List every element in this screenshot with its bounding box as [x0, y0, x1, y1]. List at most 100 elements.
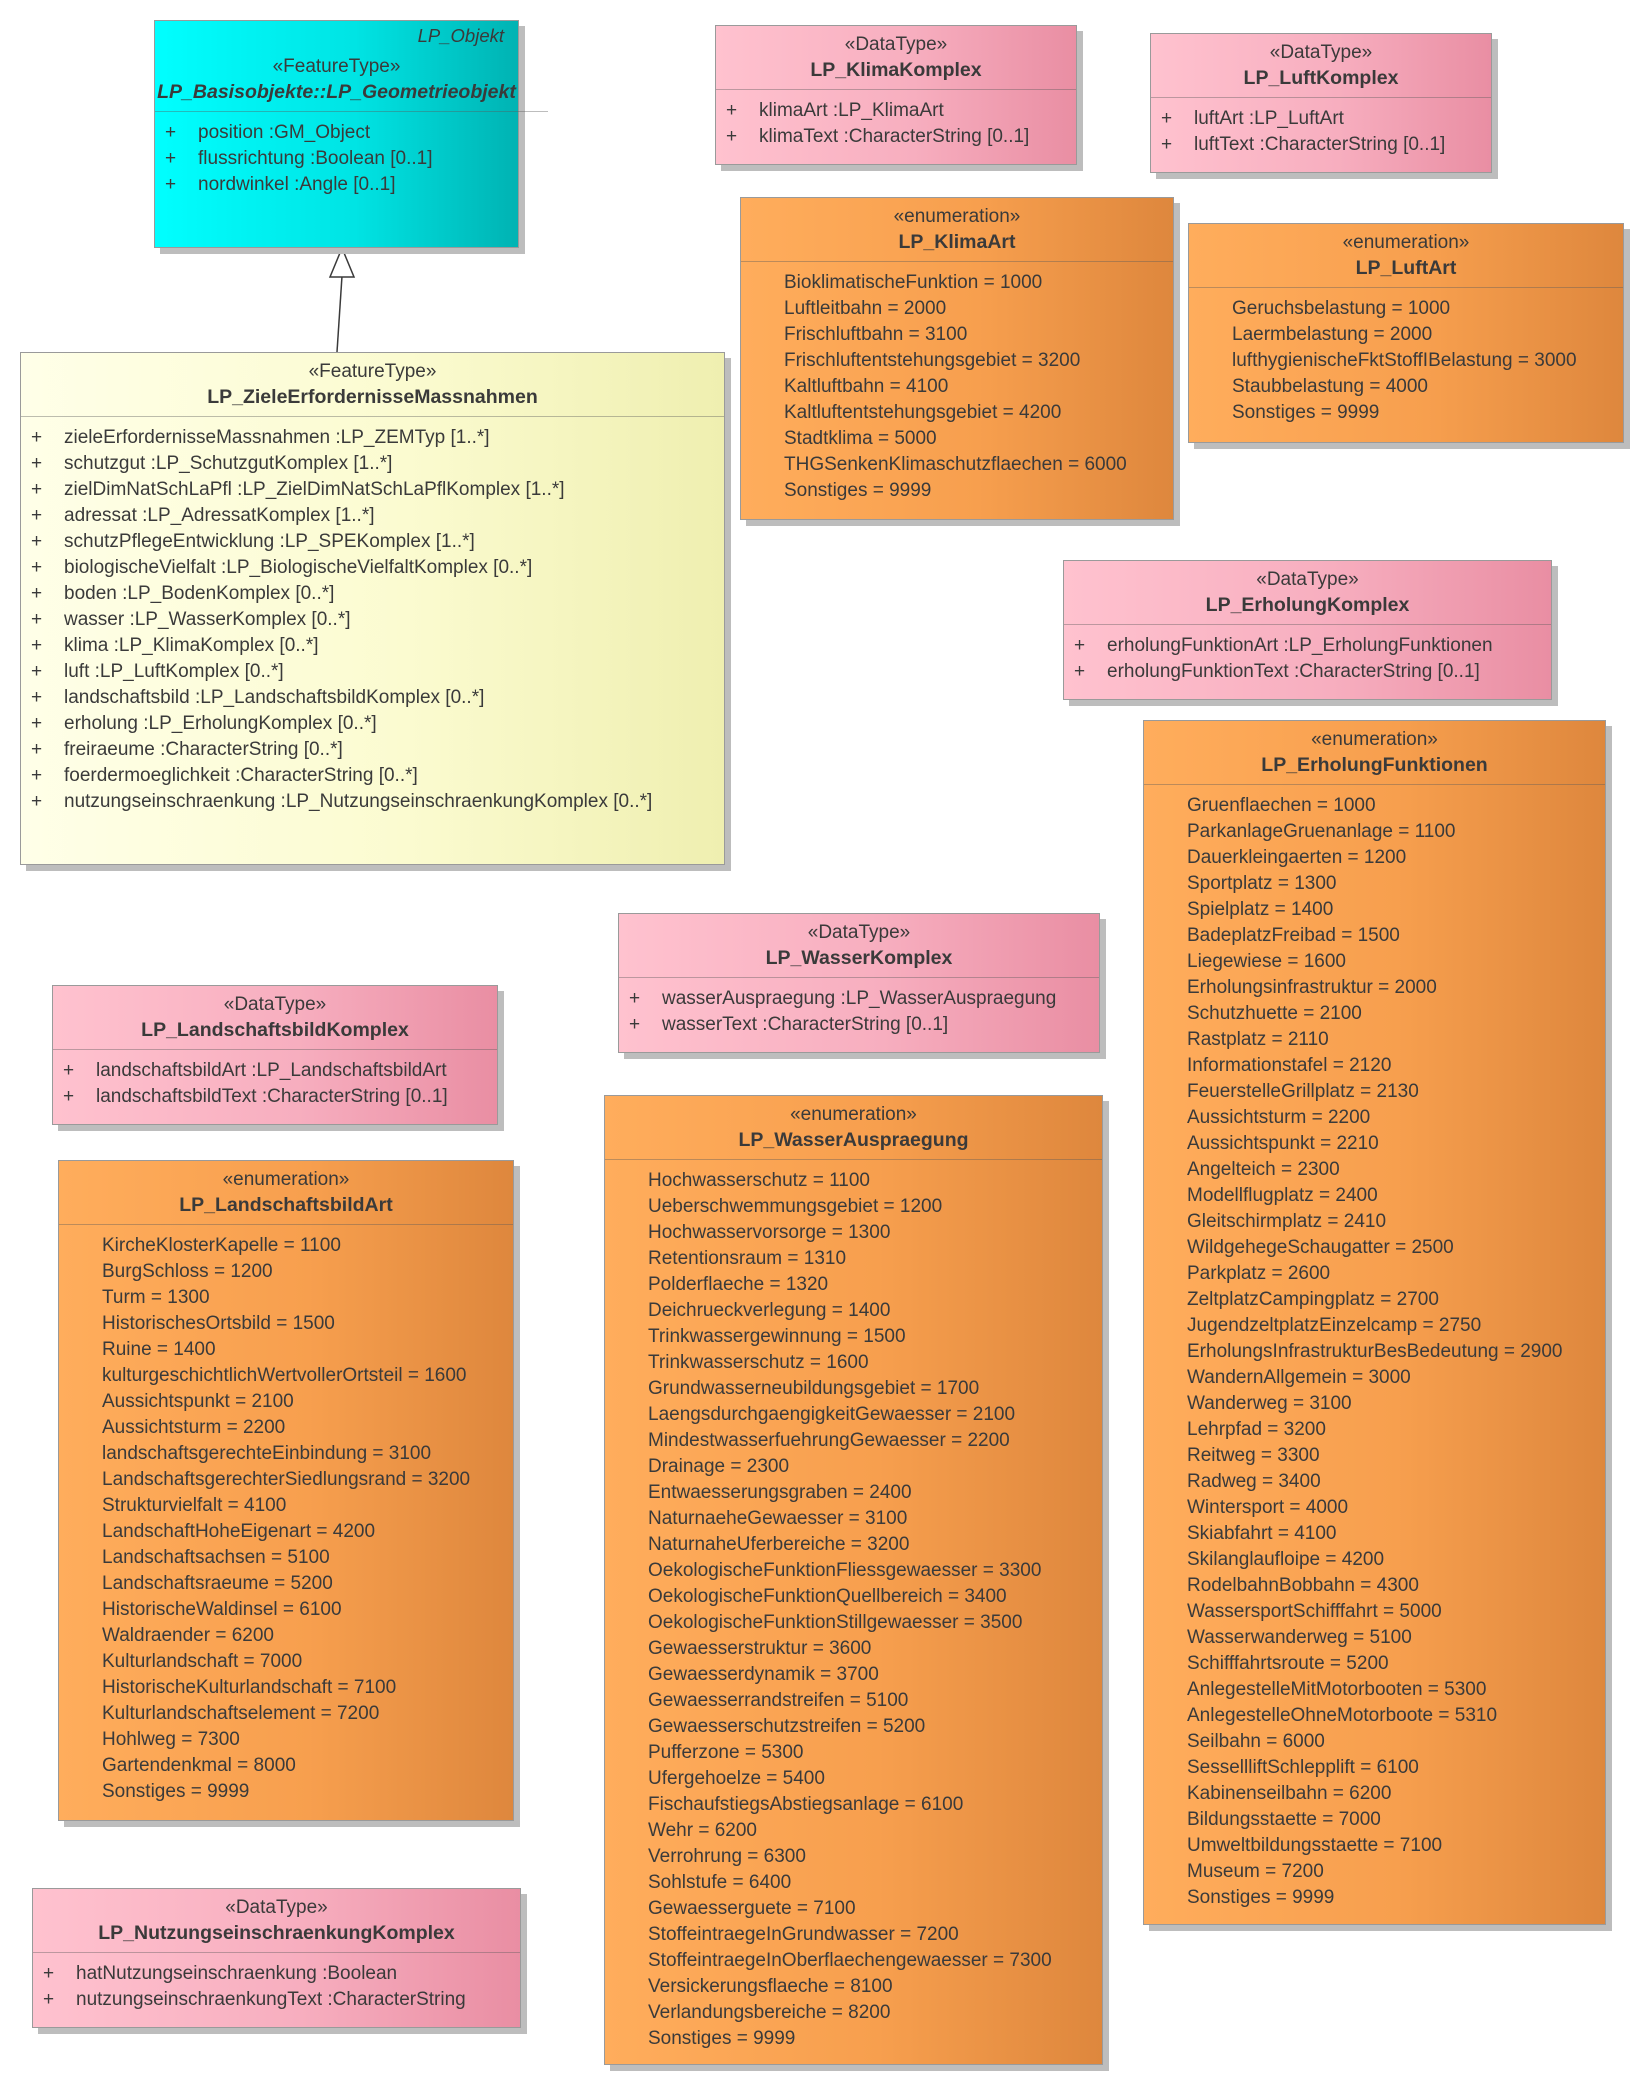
enum-literal: AnlegestelleOhneMotorboote = 5310 — [1144, 1703, 1605, 1729]
literal-text: Parkplatz = 2600 — [1187, 1263, 1331, 1284]
literal-text: Gewaesserdynamik = 3700 — [648, 1664, 879, 1685]
enum-literal: Gartendenkmal = 8000 — [59, 1753, 513, 1779]
enum-lp-wasserauspraegung[interactable]: «enumeration» LP_WasserAuspraegung Hochw… — [604, 1095, 1103, 2065]
literal-text: Kulturlandschaftselement = 7200 — [102, 1703, 380, 1724]
enum-literal: Landschaftsachsen = 5100 — [59, 1545, 513, 1571]
literal-text: StoffeintraegeInGrundwasser = 7200 — [648, 1924, 959, 1945]
attribute-list: +zieleErfordernisseMassnahmen :LP_ZEMTyp… — [21, 417, 724, 823]
class-lp-wasserkomplex[interactable]: «DataType» LP_WasserKomplex +wasserAuspr… — [618, 913, 1100, 1053]
class-lp-zieleerfordernissemassnahmen[interactable]: «FeatureType» LP_ZieleErfordernisseMassn… — [20, 352, 725, 865]
class-lp-luftkomplex[interactable]: «DataType» LP_LuftKomplex +luftArt :LP_L… — [1150, 33, 1492, 173]
literal-text: Frischluftentstehungsgebiet = 3200 — [784, 350, 1081, 371]
class-name: LP_NutzungseinschraenkungKomplex — [98, 1922, 455, 1944]
attribute-text: wasserText :CharacterString [0..1] — [662, 1014, 949, 1035]
attribute-row: +schutzgut :LP_SchutzgutKomplex [1..*] — [21, 451, 724, 477]
enum-literal: Kaltluftentstehungsgebiet = 4200 — [741, 400, 1173, 426]
enum-literal: Informationstafel = 2120 — [1144, 1053, 1605, 1079]
attribute-text: hatNutzungseinschraenkung :Boolean — [76, 1963, 398, 1984]
enum-lp-landschaftsbildart[interactable]: «enumeration» LP_LandschaftsbildArt Kirc… — [58, 1160, 514, 1821]
attribute-row: +luft :LP_LuftKomplex [0..*] — [21, 659, 724, 685]
visibility-marker: + — [63, 1086, 75, 1107]
literal-text: Ruine = 1400 — [102, 1339, 216, 1360]
generalization-arrowhead — [328, 246, 356, 278]
attribute-row: +boden :LP_BodenKomplex [0..*] — [21, 581, 724, 607]
literal-text: ZeltplatzCampingplatz = 2700 — [1187, 1289, 1439, 1310]
enum-literal: Sonstiges = 9999 — [59, 1779, 513, 1805]
visibility-marker: + — [165, 122, 177, 143]
enum-literal: Retentionsraum = 1310 — [605, 1246, 1102, 1272]
class-lp-klimakomplex[interactable]: «DataType» LP_KlimaKomplex +klimaArt :LP… — [715, 25, 1077, 165]
literal-text: Spielplatz = 1400 — [1187, 899, 1334, 920]
literal-text: Rastplatz = 2110 — [1187, 1029, 1329, 1050]
enum-lp-luftart[interactable]: «enumeration» LP_LuftArt Geruchsbelastun… — [1188, 223, 1624, 443]
literal-text: LaengsdurchgaengigkeitGewaesser = 2100 — [648, 1404, 1016, 1425]
attribute-row: +erholung :LP_ErholungKomplex [0..*] — [21, 711, 724, 737]
class-lp-geometrieobjekt[interactable]: LP_Objekt «FeatureType» LP_Basisobjekte:… — [154, 20, 548, 248]
literal-text: NaturnaheUferbereiche = 3200 — [648, 1534, 910, 1555]
enum-literal: Verrohrung = 6300 — [605, 1844, 1102, 1870]
literal-text: Schifffahrtsroute = 5200 — [1187, 1653, 1389, 1674]
class-name: LP_WasserKomplex — [765, 947, 953, 969]
literal-text: BioklimatischeFunktion = 1000 — [784, 272, 1043, 293]
literal-text: Kabinenseilbahn = 6200 — [1187, 1783, 1392, 1804]
literal-text: HistorischeWaldinsel = 6100 — [102, 1599, 342, 1620]
enum-literal: StoffeintraegeInGrundwasser = 7200 — [605, 1922, 1102, 1948]
attribute-text: luftArt :LP_LuftArt — [1194, 108, 1344, 129]
literal-text: Hochwasservorsorge = 1300 — [648, 1222, 891, 1243]
literal-text: Informationstafel = 2120 — [1187, 1055, 1392, 1076]
literal-text: Landschaftsachsen = 5100 — [102, 1547, 330, 1568]
enum-literal: Bildungsstaette = 7000 — [1144, 1807, 1605, 1833]
enum-literal: MindestwasserfuehrungGewaesser = 2200 — [605, 1428, 1102, 1454]
visibility-marker: + — [726, 100, 738, 121]
class-lp-erholungkomplex[interactable]: «DataType» LP_ErholungKomplex +erholungF… — [1063, 560, 1552, 700]
literal-text: HistorischeKulturlandschaft = 7100 — [102, 1677, 397, 1698]
literal-text: Sonstiges = 9999 — [1232, 402, 1380, 423]
enum-lp-erholungfunktionen[interactable]: «enumeration» LP_ErholungFunktionen Grue… — [1143, 720, 1606, 1925]
stereotype-label: «DataType» — [844, 34, 948, 55]
attribute-text: landschaftsbild :LP_LandschaftsbildKompl… — [64, 687, 485, 708]
attribute-text: nordwinkel :Angle [0..1] — [198, 174, 396, 195]
enum-literal: Erholungsinfrastruktur = 2000 — [1144, 975, 1605, 1001]
stereotype-label: «enumeration» — [790, 1104, 917, 1125]
visibility-marker: + — [1074, 661, 1086, 682]
enum-literal: Seilbahn = 6000 — [1144, 1729, 1605, 1755]
literal-text: Grundwasserneubildungsgebiet = 1700 — [648, 1378, 980, 1399]
enum-lp-klimaart[interactable]: «enumeration» LP_KlimaArt Bioklimatische… — [740, 197, 1174, 520]
enum-literal: Aussichtspunkt = 2100 — [59, 1389, 513, 1415]
literal-text: Versickerungsflaeche = 8100 — [648, 1976, 893, 1997]
literal-text: lufthygienischeFktStoffIBelastung = 3000 — [1232, 350, 1577, 371]
class-name: LP_WasserAuspraegung — [738, 1129, 969, 1151]
literal-text: Trinkwasserschutz = 1600 — [648, 1352, 869, 1373]
class-lp-landschaftsbildkomplex[interactable]: «DataType» LP_LandschaftsbildKomplex +la… — [52, 985, 498, 1125]
literal-text: Retentionsraum = 1310 — [648, 1248, 847, 1269]
visibility-marker: + — [31, 479, 43, 500]
enum-literal: FischaufstiegsAbstiegsanlage = 6100 — [605, 1792, 1102, 1818]
attribute-row: +schutzPflegeEntwicklung :LP_SPEKomplex … — [21, 529, 724, 555]
literal-text: BurgSchloss = 1200 — [102, 1261, 273, 1282]
attribute-row: +erholungFunktionArt :LP_ErholungFunktio… — [1064, 633, 1551, 659]
enum-literal: Frischluftbahn = 3100 — [741, 322, 1173, 348]
attribute-row: +zielDimNatSchLaPfl :LP_ZielDimNatSchLaP… — [21, 477, 724, 503]
attribute-list: +hatNutzungseinschraenkung :Boolean+nutz… — [33, 1953, 520, 2021]
literal-text: OekologischeFunktionQuellbereich = 3400 — [648, 1586, 1007, 1607]
literal-text: Kulturlandschaft = 7000 — [102, 1651, 303, 1672]
literal-text: SessellliftSchlepplift = 6100 — [1187, 1757, 1419, 1778]
literal-text: Drainage = 2300 — [648, 1456, 790, 1477]
attribute-row: +luftArt :LP_LuftArt — [1151, 106, 1491, 132]
attribute-row: +nordwinkel :Angle [0..1] — [155, 172, 518, 198]
literal-text: WandernAllgemein = 3000 — [1187, 1367, 1411, 1388]
enum-literal: Liegewiese = 1600 — [1144, 949, 1605, 975]
enum-literal: Turm = 1300 — [59, 1285, 513, 1311]
enum-literal: LandschaftsgerechterSiedlungsrand = 3200 — [59, 1467, 513, 1493]
enum-literal: KircheKlosterKapelle = 1100 — [59, 1233, 513, 1259]
enum-literal: Aussichtsturm = 2200 — [1144, 1105, 1605, 1131]
literal-text: Sonstiges = 9999 — [648, 2028, 796, 2049]
enum-literal: JugendzeltplatzEinzelcamp = 2750 — [1144, 1313, 1605, 1339]
attribute-text: boden :LP_BodenKomplex [0..*] — [64, 583, 335, 604]
literal-text: Strukturvielfalt = 4100 — [102, 1495, 287, 1516]
class-name: LP_ZieleErfordernisseMassnahmen — [207, 386, 538, 408]
class-lp-nutzungseinschraenkungkomplex[interactable]: «DataType» LP_NutzungseinschraenkungKomp… — [32, 1888, 521, 2028]
attribute-row: +landschaftsbildArt :LP_LandschaftsbildA… — [53, 1058, 497, 1084]
enum-literal: Gewaesserschutzstreifen = 5200 — [605, 1714, 1102, 1740]
